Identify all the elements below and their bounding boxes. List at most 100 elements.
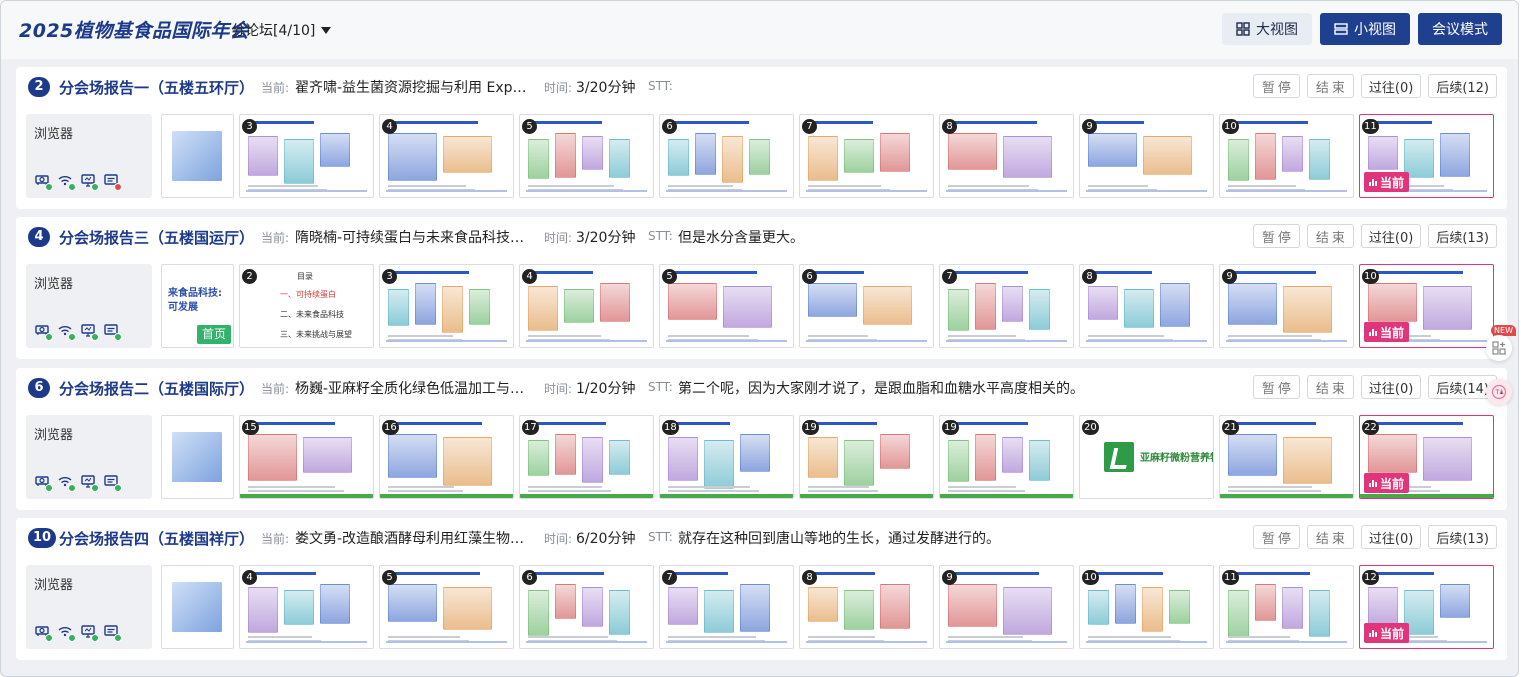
slide-thumbnail[interactable] [161, 565, 234, 649]
slide-thumbnail[interactable]: 19 [799, 415, 934, 499]
slide-footer-line [526, 190, 647, 192]
past-slides-button[interactable]: 过往(0) [1360, 525, 1422, 549]
upcoming-slides-button[interactable]: 后续(14) [1428, 375, 1497, 399]
upcoming-slides-button[interactable]: 后续(13) [1428, 224, 1497, 248]
current-label: 当前: [261, 81, 290, 95]
past-slides-button[interactable]: 过往(0) [1360, 375, 1422, 399]
slide-number: 4 [522, 269, 537, 284]
session-title[interactable]: 分会场报告二（五楼国际厅） [59, 380, 255, 398]
status-ok-icon [45, 484, 53, 492]
slide-thumbnail[interactable] [161, 415, 234, 499]
slide-thumbnail[interactable]: 17 [519, 415, 654, 499]
slide-thumbnail[interactable]: 10 [1219, 114, 1354, 198]
end-button[interactable]: 结束 [1306, 375, 1354, 399]
pause-button[interactable]: 暂停 [1252, 224, 1300, 248]
slide-number: 9 [942, 570, 957, 585]
slide-thumbnail[interactable]: 5 [519, 114, 654, 198]
slide-thumbnail[interactable]: 4 [239, 565, 374, 649]
slide-figure [248, 136, 278, 176]
end-button[interactable]: 结束 [1306, 74, 1354, 98]
slide-number: 8 [802, 570, 817, 585]
slide-header-bar [394, 422, 482, 425]
session-title[interactable]: 分会场报告一（五楼五环厅） [59, 79, 255, 97]
qr-add-button[interactable] [1486, 335, 1512, 361]
slide-thumbnail[interactable]: 6 [519, 565, 654, 649]
view-mode-group: 大视图 小视图 会议模式 [1222, 13, 1502, 45]
pause-button[interactable]: 暂停 [1252, 74, 1300, 98]
slide-thumbnail[interactable]: 21 [1219, 415, 1354, 499]
slide-figure [582, 136, 603, 170]
slide-figure [1228, 139, 1249, 181]
current-talk: 翟齐啸-益生菌资源挖掘与利用 Exp… [295, 80, 527, 96]
slide-thumbnail[interactable]: 9 [1079, 114, 1214, 198]
slide-thumbnail[interactable]: 5 [659, 264, 794, 348]
slide-text-line [388, 636, 460, 638]
slide-thumbnail[interactable]: 16 [379, 415, 514, 499]
slide-figure [704, 440, 734, 489]
pause-button[interactable]: 暂停 [1252, 375, 1300, 399]
slide-thumbnail[interactable]: 11 [1219, 565, 1354, 649]
qr-add-icon [1492, 341, 1506, 355]
slide-thumbnail[interactable]: 8 [1079, 264, 1214, 348]
status-ok-icon [91, 183, 99, 191]
status-ok-icon [114, 634, 122, 642]
slide-thumbnail[interactable]: 6 [659, 114, 794, 198]
slide-figure [600, 283, 630, 322]
slide-thumbnail[interactable]: 3 [379, 264, 514, 348]
slide-thumbnail[interactable]: 19 [939, 415, 1074, 499]
translate-button[interactable] [1486, 379, 1512, 405]
slide-thumbnail[interactable]: 6 [799, 264, 934, 348]
pause-button[interactable]: 暂停 [1252, 525, 1300, 549]
slide-thumbnail[interactable]: 亚麻籽微粉营养特性研究20 [1079, 415, 1214, 499]
forum-selector[interactable]: 分论坛[4/10] [231, 20, 332, 40]
slide-thumbnail[interactable]: 8 [939, 114, 1074, 198]
slide-figure [172, 432, 222, 482]
slide-thumbnail[interactable]: 3 [239, 114, 374, 198]
slide-green-strip [800, 494, 933, 498]
slide-thumbnail[interactable]: 7 [939, 264, 1074, 348]
slide-thumbnail[interactable]: 18 [659, 415, 794, 499]
small-view-button[interactable]: 小视图 [1320, 13, 1410, 45]
slide-thumbnail[interactable]: 10 [1079, 565, 1214, 649]
meeting-mode-button[interactable]: 会议模式 [1418, 13, 1502, 45]
slide-thumbnail[interactable]: 5 [379, 565, 514, 649]
slide-number: 7 [942, 269, 957, 284]
slide-thumbnail[interactable]: 4 [379, 114, 514, 198]
time-value: 6/20分钟 [576, 531, 636, 547]
slide-thumbnail[interactable]: 7 [659, 565, 794, 649]
past-slides-button[interactable]: 过往(0) [1360, 74, 1422, 98]
slide-thumbnail[interactable]: 4 [519, 264, 654, 348]
slide-thumbnail[interactable]: 来食品科技:可发展首页 [161, 264, 234, 348]
slide-header-bar [534, 271, 593, 274]
end-button[interactable]: 结束 [1306, 224, 1354, 248]
slide-number: 7 [802, 119, 817, 134]
slide-thumbnail[interactable]: 8 [799, 565, 934, 649]
slide-thumbnail[interactable]: 9 [939, 565, 1074, 649]
slide-thumbnail[interactable]: 9 [1219, 264, 1354, 348]
end-button[interactable]: 结束 [1306, 525, 1354, 549]
slide-thumbnail[interactable] [161, 114, 234, 198]
slide-footer-line [666, 190, 787, 192]
slide-thumbnail[interactable]: 15 [239, 415, 374, 499]
slide-text-line [948, 636, 1023, 638]
current-badge: 当前 [1364, 623, 1410, 643]
session-title[interactable]: 分会场报告四（五楼国祥厅） [59, 530, 255, 548]
slide-thumbnail[interactable]: 7 [799, 114, 934, 198]
slide-number: 8 [1082, 269, 1097, 284]
slide-number: 22 [1362, 420, 1379, 435]
upcoming-slides-button[interactable]: 后续(12) [1428, 74, 1497, 98]
upcoming-slides-button[interactable]: 后续(13) [1428, 525, 1497, 549]
slide-number: 6 [522, 570, 537, 585]
projector-icon [34, 322, 53, 341]
session-title[interactable]: 分会场报告三（五楼国运厅） [59, 229, 255, 247]
past-slides-button[interactable]: 过往(0) [1360, 224, 1422, 248]
slide-figure [1368, 434, 1417, 473]
large-view-button[interactable]: 大视图 [1222, 13, 1312, 45]
